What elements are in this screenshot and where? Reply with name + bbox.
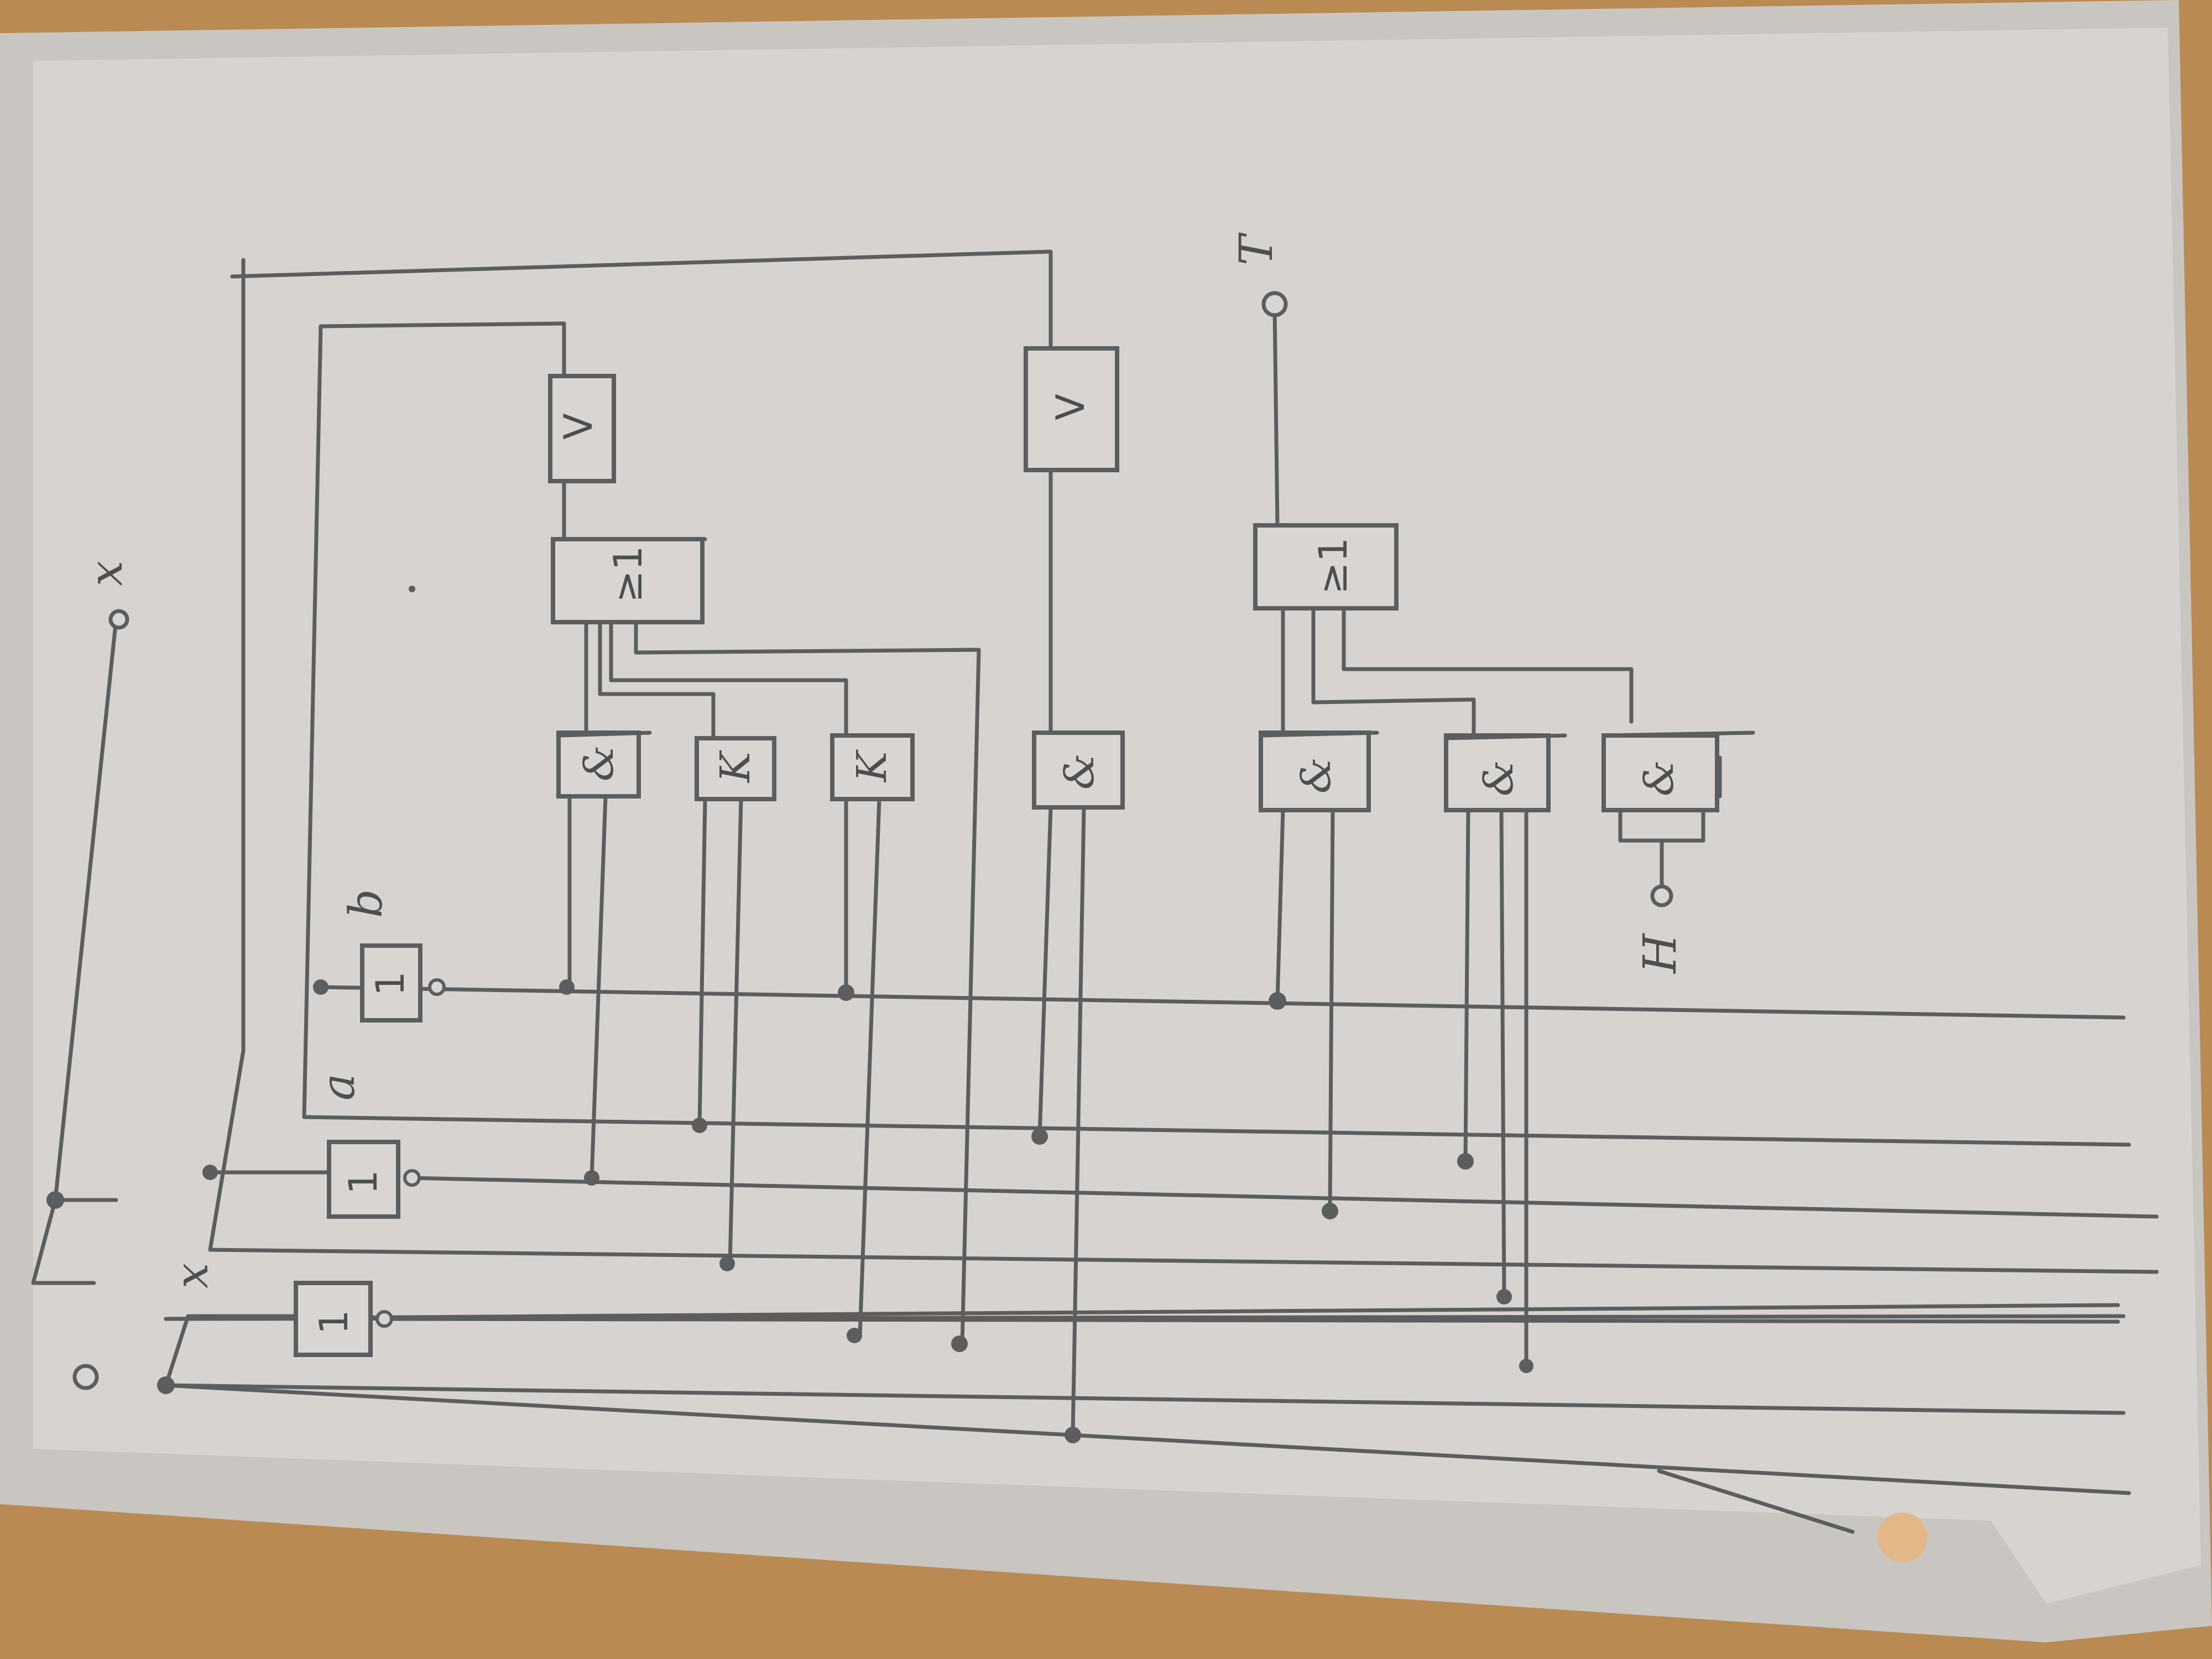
tape-piece — [1877, 1512, 1927, 1562]
not-gate-x: 1 — [294, 1281, 393, 1357]
output-h-label: H — [1634, 933, 1687, 974]
svg-text:&: & — [1292, 757, 1340, 794]
svg-text:≥1: ≥1 — [606, 546, 651, 603]
input-x-label: x — [166, 1263, 218, 1288]
output-t-label: T — [1230, 232, 1283, 265]
and-gate-4: & — [1444, 733, 1567, 1373]
signal-buses — [164, 985, 2159, 1534]
input-x-terminal — [72, 1364, 99, 1390]
delay-element-1: V — [548, 374, 616, 483]
paper-sheet — [33, 28, 2201, 1604]
svg-text:1: 1 — [311, 1310, 357, 1334]
svg-text:≥1: ≥1 — [1311, 538, 1356, 594]
delay-element-2: V — [1024, 346, 1119, 735]
k-gate-1: K — [692, 736, 776, 1271]
not-gate-middle: 1 — [202, 1140, 421, 1219]
svg-text:K: K — [848, 749, 896, 783]
svg-text:1: 1 — [341, 1170, 386, 1194]
svg-text:&: & — [575, 745, 623, 781]
k-gate-2: K — [830, 733, 915, 1343]
and-gate-3: & — [1259, 731, 1379, 1219]
input-a-label: a — [312, 1073, 365, 1100]
svg-text:V: V — [556, 413, 601, 440]
svg-text:&: & — [1475, 760, 1522, 796]
and-gate-2: & — [1031, 731, 1125, 1443]
or-gate-upper: ≥1 — [551, 479, 981, 1352]
feedback-frame-inner — [302, 321, 2131, 1147]
svg-text:&: & — [1056, 753, 1103, 790]
output-h-terminal — [1650, 884, 1673, 907]
paper-mark — [409, 586, 415, 592]
output-t-terminal — [1261, 291, 1288, 317]
svg-text:K: K — [712, 750, 759, 784]
not-gate-b: 1 — [313, 943, 446, 1022]
svg-text:V: V — [1048, 394, 1093, 420]
junction — [157, 1376, 175, 1394]
or-gate-output: ≥1 — [1253, 307, 1634, 738]
open-input-x — [31, 609, 129, 1285]
and-gate-5: & — [1601, 731, 1755, 893]
open-input-x-label: x — [80, 561, 133, 586]
input-b-label: b — [340, 889, 393, 919]
svg-text:1: 1 — [368, 971, 413, 996]
feedback-frame-outer — [208, 249, 2159, 1274]
svg-text:&: & — [1635, 760, 1683, 796]
